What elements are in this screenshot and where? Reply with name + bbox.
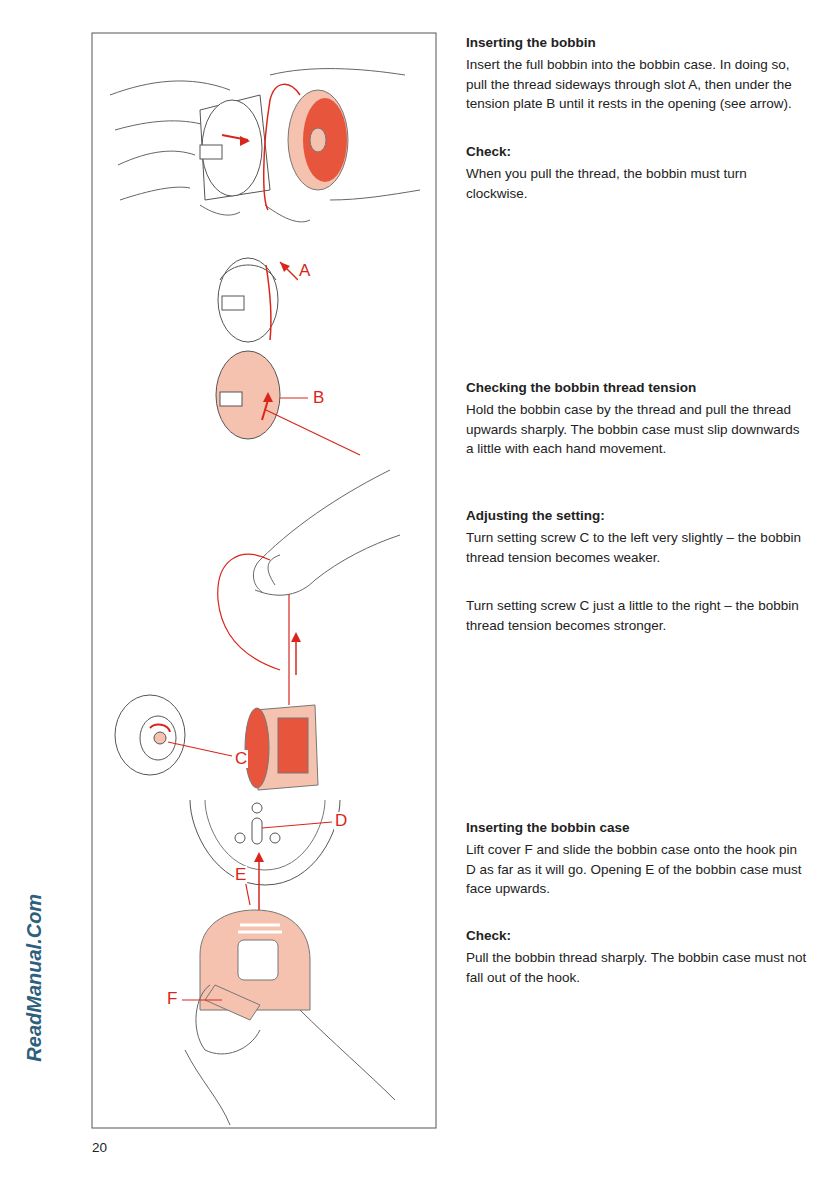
- hook: [190, 800, 340, 925]
- part-letter: A: [298, 262, 311, 280]
- page-number: 20: [92, 1138, 107, 1158]
- hand-bottom: [185, 985, 395, 1125]
- bobbin-case-b: [216, 351, 360, 455]
- part-letter: F: [166, 990, 178, 1008]
- section-heading: Inserting the bobbin case: [466, 818, 808, 838]
- check-heading: Check:: [466, 142, 808, 162]
- check-heading: Check:: [466, 926, 808, 946]
- body-text: Pull the bobbin thread sharply. The bobb…: [466, 948, 808, 987]
- section-heading: Inserting the bobbin: [466, 33, 808, 53]
- body-text: Turn setting screw C just a little to th…: [466, 596, 808, 635]
- body-text: When you pull the thread, the bobbin mus…: [466, 164, 808, 203]
- part-letter: D: [334, 812, 348, 830]
- watermark: ReadManual.Com: [25, 863, 45, 1093]
- body-text: Hold the bobbin case by the thread and p…: [466, 400, 808, 459]
- body-text: Turn setting screw C to the left very sl…: [466, 528, 808, 567]
- body-text: Lift cover F and slide the bobbin case o…: [466, 840, 808, 899]
- body-text: Insert the full bobbin into the bobbin c…: [466, 55, 808, 114]
- bobbin-case-a: [218, 258, 298, 342]
- hands: [110, 69, 420, 222]
- bobbin-case-c: [115, 695, 232, 775]
- thread-hang: [218, 554, 318, 790]
- section-heading: Checking the bobbin thread tension: [466, 378, 808, 398]
- part-letter: B: [312, 389, 325, 407]
- part-letter: E: [234, 866, 247, 884]
- bobbin: [264, 84, 348, 210]
- part-letter: C: [234, 750, 248, 768]
- sub-heading: Adjusting the setting:: [466, 506, 808, 526]
- frame: [92, 33, 436, 1128]
- hand-thread: [253, 470, 400, 595]
- bobbin-case-top: [200, 95, 270, 200]
- bobbin-case-insert: [182, 880, 310, 1020]
